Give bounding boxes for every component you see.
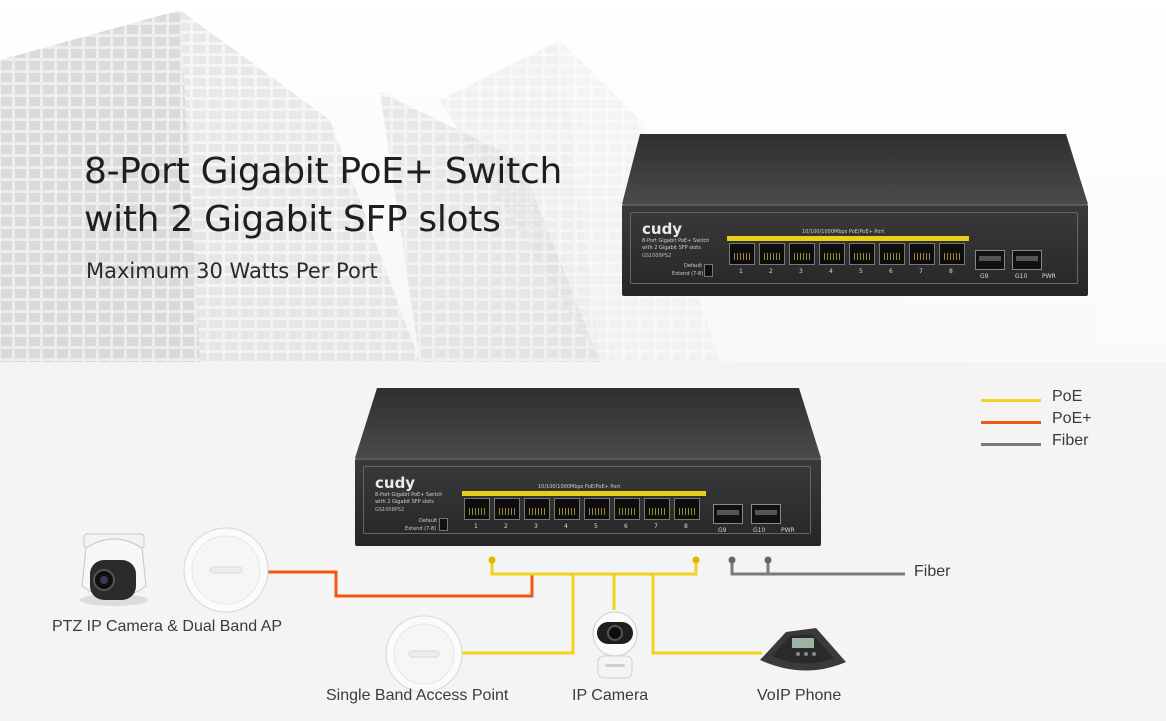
port-number: 7: [654, 523, 658, 530]
port-number: 8: [684, 523, 688, 530]
brand-logo: cudy: [375, 474, 416, 492]
port-number: 2: [769, 268, 773, 275]
legend-item-fiber: Fiber: [981, 432, 1141, 454]
port-number: 4: [564, 523, 568, 530]
ethernet-port-7[interactable]: [909, 243, 935, 265]
sfp-connector-dot: [728, 556, 736, 564]
ethernet-port-8[interactable]: [674, 498, 700, 520]
port-connector-dot: [488, 556, 496, 564]
ip-camera-icon: [592, 611, 638, 679]
port-number: 5: [594, 523, 598, 530]
poe-port-group: 1 2 3 4 5 6 7 8: [727, 236, 969, 282]
legend-label: PoE+: [1052, 410, 1092, 427]
hero-banner: 8-Port Gigabit PoE+ Switch with 2 Gigabi…: [0, 0, 1166, 362]
ethernet-port-6[interactable]: [614, 498, 640, 520]
ethernet-port-5[interactable]: [849, 243, 875, 265]
sfp-label-g9: G9: [718, 527, 727, 534]
port-number: 2: [504, 523, 508, 530]
legend-item-poe-plus: PoE+: [981, 410, 1141, 432]
sfp-connector-dot: [764, 556, 772, 564]
model-text: 8-Port Gigabit PoE+ Switch with 2 Gigabi…: [375, 492, 443, 513]
power-label: PWR: [781, 527, 795, 534]
port-number: 8: [949, 268, 953, 275]
fiber-cable: [730, 560, 905, 576]
legend-swatch-poe: [981, 399, 1041, 402]
ethernet-port-3[interactable]: [524, 498, 550, 520]
poe-cable-voip: [651, 574, 762, 655]
sfp-slot-g9[interactable]: [975, 250, 1005, 270]
port-number: 3: [799, 268, 803, 275]
sfp-label-g10: G10: [1015, 273, 1028, 280]
extend-label: Extend (7-8): [672, 271, 704, 277]
diagram-switch-device: cudy 8-Port Gigabit PoE+ Switch with 2 G…: [355, 388, 821, 550]
dual-band-access-point-icon: [183, 527, 269, 613]
ethernet-port-7[interactable]: [644, 498, 670, 520]
poe-indicator-bar: [727, 236, 969, 241]
mode-switch[interactable]: [439, 518, 448, 531]
default-label: Default: [684, 263, 703, 269]
poe-indicator-bar: [462, 491, 706, 496]
ethernet-port-1[interactable]: [729, 243, 755, 265]
legend-item-poe: PoE: [981, 388, 1141, 410]
port-number: 1: [474, 523, 478, 530]
label-ptz-camera-dual-band-ap: PTZ IP Camera & Dual Band AP: [52, 618, 283, 635]
port-number: 3: [534, 523, 538, 530]
legend-label: PoE: [1052, 388, 1083, 405]
poe-port-group: 1 2 3 4 5 6 7 8: [462, 491, 706, 537]
poe-cable-single-ap: [458, 574, 575, 655]
ethernet-port-4[interactable]: [819, 243, 845, 265]
ethernet-port-4[interactable]: [554, 498, 580, 520]
label-fiber: Fiber: [914, 563, 951, 580]
model-text: 8-Port Gigabit PoE+ Switch with 2 Gigabi…: [642, 238, 710, 259]
default-label: Default: [419, 518, 438, 524]
ptz-camera-icon: [80, 533, 148, 606]
legend-label: Fiber: [1052, 432, 1089, 449]
hero-title: 8-Port Gigabit PoE+ Switch with 2 Gigabi…: [84, 148, 562, 244]
label-voip-phone: VoIP Phone: [757, 687, 842, 704]
port-header-label: 10/100/1000Mbps PoE/PoE+ Port: [538, 484, 621, 490]
port-number: 1: [739, 268, 743, 275]
sfp-slot-g10[interactable]: [1012, 250, 1042, 270]
port-number: 4: [829, 268, 833, 275]
ethernet-port-2[interactable]: [759, 243, 785, 265]
legend-swatch-poe-plus: [981, 421, 1041, 424]
poe-cable-port1-bus: [490, 560, 698, 576]
sfp-label-g9: G9: [980, 273, 989, 280]
label-single-band-ap: Single Band Access Point: [326, 687, 509, 704]
hero-title-line-2: with 2 Gigabit SFP slots: [84, 199, 501, 240]
hero-switch-device: cudy 8-Port Gigabit PoE+ Switch with 2 G…: [622, 134, 1088, 296]
port-connector-dot: [692, 556, 700, 564]
port-number: 6: [624, 523, 628, 530]
switch-front-panel: cudy 8-Port Gigabit PoE+ Switch with 2 G…: [622, 204, 1088, 296]
sfp-slot-g10[interactable]: [751, 504, 781, 524]
port-number: 5: [859, 268, 863, 275]
ethernet-port-1[interactable]: [464, 498, 490, 520]
voip-phone-icon: [760, 628, 846, 671]
port-number: 6: [889, 268, 893, 275]
ethernet-port-8[interactable]: [939, 243, 965, 265]
legend-swatch-fiber: [981, 443, 1041, 446]
extend-label: Extend (7-8): [405, 526, 437, 532]
switch-front-panel: cudy 8-Port Gigabit PoE+ Switch with 2 G…: [355, 458, 821, 546]
mode-switch[interactable]: [704, 264, 713, 277]
hero-title-line-1: 8-Port Gigabit PoE+ Switch: [84, 151, 562, 192]
single-band-access-point-icon: [385, 615, 463, 693]
power-label: PWR: [1042, 273, 1056, 280]
switch-top-cover: [355, 388, 821, 458]
sfp-slot-g9[interactable]: [713, 504, 743, 524]
poe-plus-cable-ptz-ap: [268, 570, 534, 598]
label-ip-camera: IP Camera: [572, 687, 649, 704]
hero-subtitle: Maximum 30 Watts Per Port: [86, 259, 378, 283]
ethernet-port-2[interactable]: [494, 498, 520, 520]
port-number: 7: [919, 268, 923, 275]
ethernet-port-5[interactable]: [584, 498, 610, 520]
switch-top-cover: [622, 134, 1088, 204]
ethernet-port-6[interactable]: [879, 243, 905, 265]
brand-logo: cudy: [642, 220, 683, 238]
port-header-label: 10/100/1000Mbps PoE/PoE+ Port: [802, 229, 885, 235]
ethernet-port-3[interactable]: [789, 243, 815, 265]
sfp-label-g10: G10: [753, 527, 766, 534]
